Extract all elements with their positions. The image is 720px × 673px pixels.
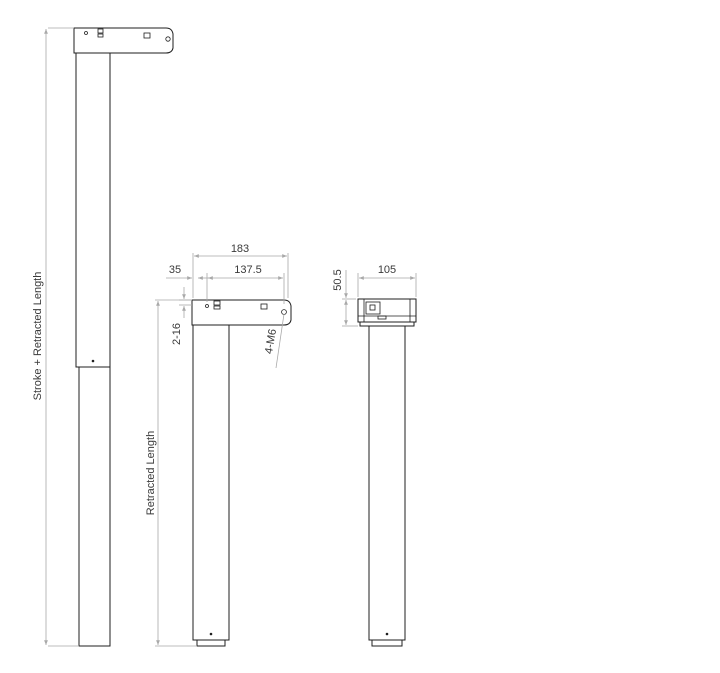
retracted-tube	[192, 324, 230, 641]
side-bracket	[357, 298, 417, 327]
retracted-length-label: Retracted Length	[145, 431, 157, 515]
dim-137-5: 137.5	[208, 264, 285, 304]
dim-183-label: 183	[231, 243, 249, 255]
retracted-length-dimension: Retracted Length	[145, 299, 197, 647]
retracted-top-bracket	[191, 299, 292, 328]
side-tube	[368, 325, 406, 641]
dim-105-label: 105	[378, 264, 396, 276]
side-foot	[371, 639, 403, 647]
thread-callout: 4-M6	[263, 313, 285, 369]
dim-137-5-label: 137.5	[234, 264, 262, 276]
extended-lower-tube	[78, 366, 111, 647]
retracted-foot	[196, 639, 226, 647]
retracted-leg-view: 183 35 137.5 2-16 4-M6	[145, 243, 292, 647]
extended-top-bracket	[73, 27, 174, 56]
dim-183: 183	[192, 243, 289, 298]
dim-50-5: 50.5	[332, 269, 358, 327]
extended-length-dimension: Stroke + Retracted Length	[32, 27, 79, 647]
extended-leg-view: Stroke + Retracted Length	[32, 27, 174, 647]
dim-50-5-label: 50.5	[332, 269, 344, 290]
dim-35: 35	[166, 264, 210, 302]
thread-spec-label: 4-M6	[263, 328, 279, 355]
dim-35-label: 35	[169, 264, 181, 276]
extended-upper-tube	[75, 52, 111, 368]
side-view: 105 50.5	[332, 264, 417, 647]
dim-105: 105	[357, 264, 417, 297]
dim-2-16: 2-16	[171, 287, 192, 345]
dim-2-16-label: 2-16	[171, 323, 183, 345]
extended-length-label: Stroke + Retracted Length	[32, 272, 44, 401]
